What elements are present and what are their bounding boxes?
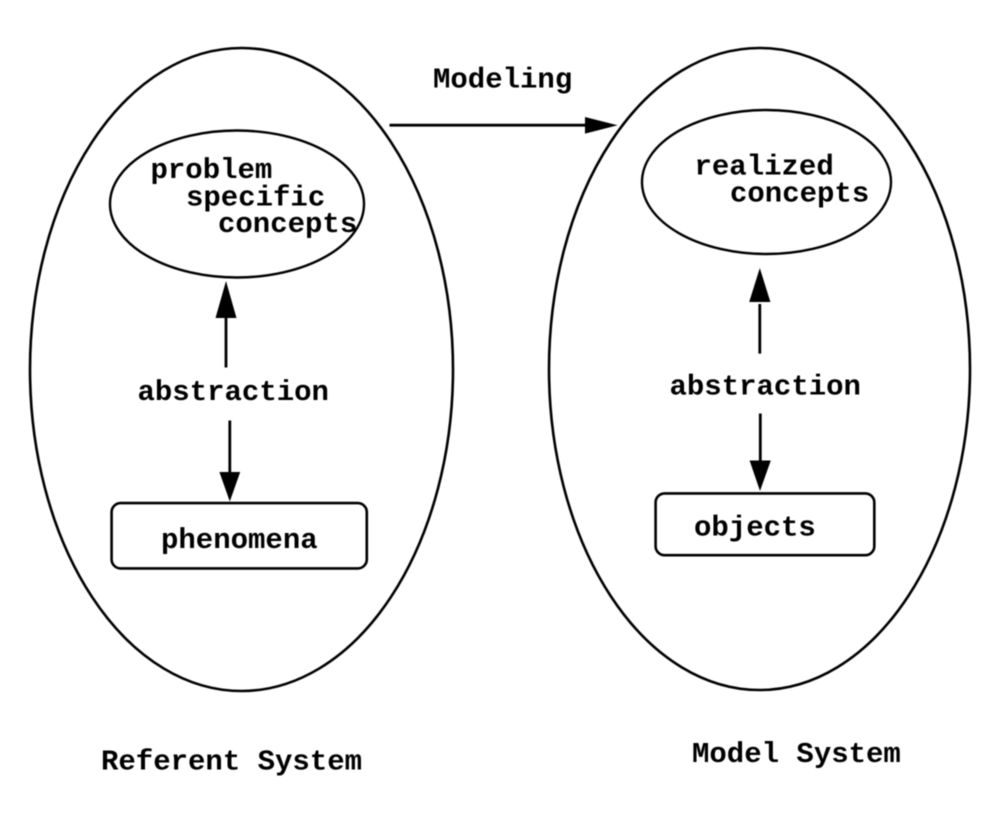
svg-text:specific: specific	[186, 182, 325, 215]
svg-text:Modeling: Modeling	[433, 64, 572, 97]
svg-text:abstraction: abstraction	[138, 376, 329, 409]
svg-text:abstraction: abstraction	[670, 371, 861, 404]
svg-text:objects: objects	[694, 512, 816, 545]
svg-text:concepts: concepts	[218, 208, 357, 241]
svg-text:Referent System: Referent System	[101, 746, 362, 779]
svg-text:Model System: Model System	[692, 738, 901, 771]
svg-text:realized: realized	[695, 151, 834, 184]
svg-text:concepts: concepts	[730, 178, 869, 211]
svg-text:problem: problem	[151, 154, 273, 187]
svg-text:phenomena: phenomena	[161, 524, 318, 557]
